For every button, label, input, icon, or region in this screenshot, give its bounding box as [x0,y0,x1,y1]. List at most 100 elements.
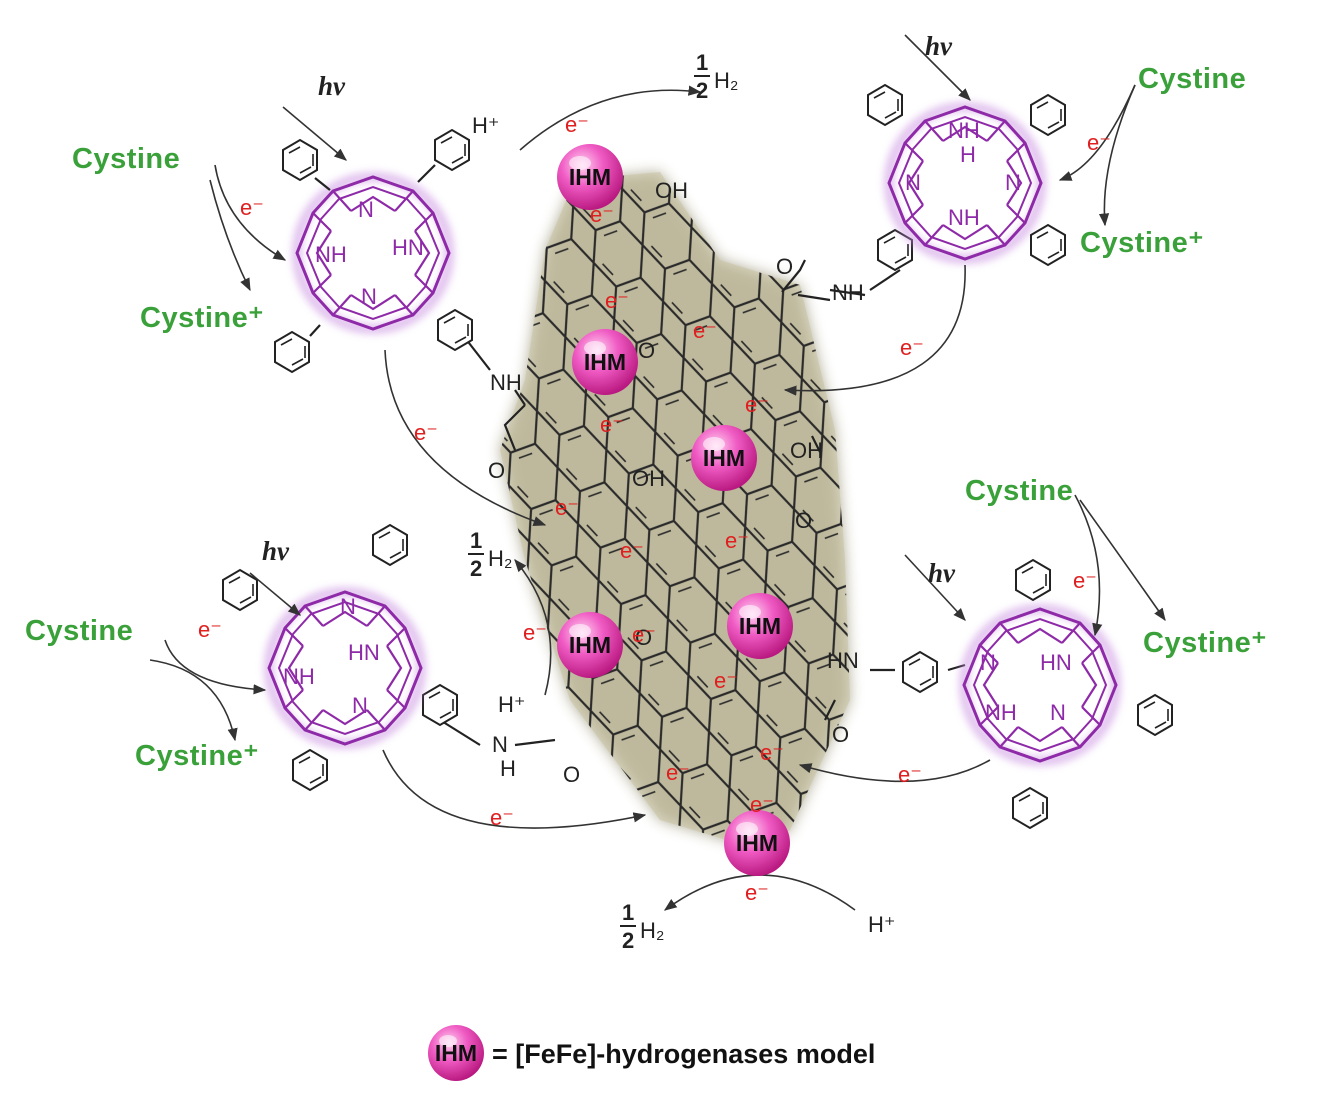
cystine-label: Cystine [965,475,1073,507]
hn-label: HN [827,648,859,673]
svg-text:H₂: H₂ [714,68,738,93]
ihm-sphere: IHM [557,612,623,678]
electron-label: e⁻ [605,288,629,313]
svg-text:IHM: IHM [569,164,611,190]
cystine-plus-label: Cystine⁺ [1143,627,1267,659]
electron-label: e⁻ [523,620,547,645]
ihm-sphere: IHM [572,329,638,395]
oh-label: OH [632,466,665,491]
electron-label: e⁻ [898,762,922,787]
hv-label: hv [928,558,956,588]
hv-label: hv [925,31,953,61]
electron-label: e⁻ [632,622,656,647]
n-label: N [905,170,921,195]
hn-label: HN [1040,650,1072,675]
n-label: N [340,594,356,619]
hn-label: HN [348,640,380,665]
h-label: H [500,756,516,781]
oh-label: OH [655,178,688,203]
cystine-label: Cystine [1138,63,1246,95]
porphyrin-bottom-left: N HN NH N [222,524,421,791]
ihm-sphere: IHM [691,425,757,491]
o-label: O [776,254,793,279]
o-label: O [563,762,580,787]
electron-label: e⁻ [490,805,514,830]
linkers [422,229,966,747]
electron-label: e⁻ [900,335,924,360]
ihm-sphere: IHM [724,810,790,876]
porphyrin-top-left: N NH HN N [274,129,470,373]
reaction-arrows [149,34,1166,911]
nh-label: NH [948,205,980,230]
legend-text: = [FeFe]-hydrogenases model [492,1039,875,1069]
epoxide-o-label: O [638,338,655,363]
light-labels: hv hv hv hv [262,31,956,588]
cystine-plus-label: Cystine⁺ [135,740,259,772]
electron-label: e⁻ [555,495,579,520]
n-label: N [352,693,368,718]
epoxide-o-label: O [635,625,652,650]
o-label: O [795,508,812,533]
electron-label: e⁻ [725,528,749,553]
electron-label: e⁻ [1073,568,1097,593]
svg-text:1: 1 [470,528,482,553]
oh-label: OH [790,438,823,463]
electron-label: e⁻ [666,760,690,785]
electron-label: e⁻ [745,880,769,905]
svg-text:H₂: H₂ [488,546,512,571]
electron-label: e⁻ [1087,130,1111,155]
hv-label: hv [262,536,290,566]
cystine-labels: Cystine Cystine⁺ Cystine Cystine⁺ Cystin… [25,63,1267,772]
proton-label: H⁺ [472,113,500,138]
porphyrin-bottom-right: N HN NH N [964,559,1173,829]
svg-text:IHM: IHM [703,445,745,471]
svg-text:H₂: H₂ [640,918,664,943]
hn-label: HN [392,235,424,260]
svg-text:1: 1 [696,50,708,75]
svg-text:IHM: IHM [736,830,778,856]
svg-text:2: 2 [696,78,708,103]
electron-label: e⁻ [760,740,784,765]
cystine-label: Cystine [72,143,180,175]
proton-label: H⁺ [498,692,526,717]
n-label: N [492,732,508,757]
hv-label: hv [318,71,346,101]
electron-label: e⁻ [750,792,774,817]
electron-label: e⁻ [240,195,264,220]
proton-labels: H⁺ H⁺ H⁺ [472,113,896,937]
half-h2-label: 1 2 H₂ [694,50,738,103]
cystine-plus-label: Cystine⁺ [1080,227,1204,259]
svg-text:IHM: IHM [739,613,781,639]
electron-label: e⁻ [745,392,769,417]
cystine-plus-label: Cystine⁺ [140,302,264,334]
proton-label: H⁺ [868,912,896,937]
electron-label: e⁻ [714,668,738,693]
cystine-label: Cystine [25,615,133,647]
o-label: O [832,722,849,747]
nh-label: NH [948,118,980,143]
half-h2-label: 1 2 H₂ [468,528,512,581]
sheet-substituents: OH O OH OH O O O NH NH O HN O N H O [488,178,864,787]
svg-text:2: 2 [622,928,634,953]
ihm-spheres: IHM IHM IHM IHM IHM IHM [557,144,793,876]
svg-text:IHM: IHM [584,349,626,375]
svg-text:IHM: IHM [569,632,611,658]
nh-label: NH [985,700,1017,725]
svg-text:2: 2 [470,556,482,581]
electron-label: e⁻ [198,617,222,642]
legend-ihm-sphere: IHM [428,1025,484,1081]
h-label: H [960,142,976,167]
n-label: N [358,197,374,222]
legend: IHM = [FeFe]-hydrogenases model [428,1025,875,1081]
electron-labels: e⁻ e⁻ e⁻ e⁻ e⁻ e⁻ e⁻ e⁻ e⁻ e⁻ e⁻ e⁻ e⁻ e… [198,112,1111,905]
electron-label: e⁻ [590,202,614,227]
ihm-sphere: IHM [557,144,623,210]
n-label: N [980,650,996,675]
half-h2-label: 1 2 H₂ [620,900,664,953]
o-label: O [488,458,505,483]
electron-label: e⁻ [600,412,624,437]
electron-label: e⁻ [693,318,717,343]
electron-label: e⁻ [620,538,644,563]
